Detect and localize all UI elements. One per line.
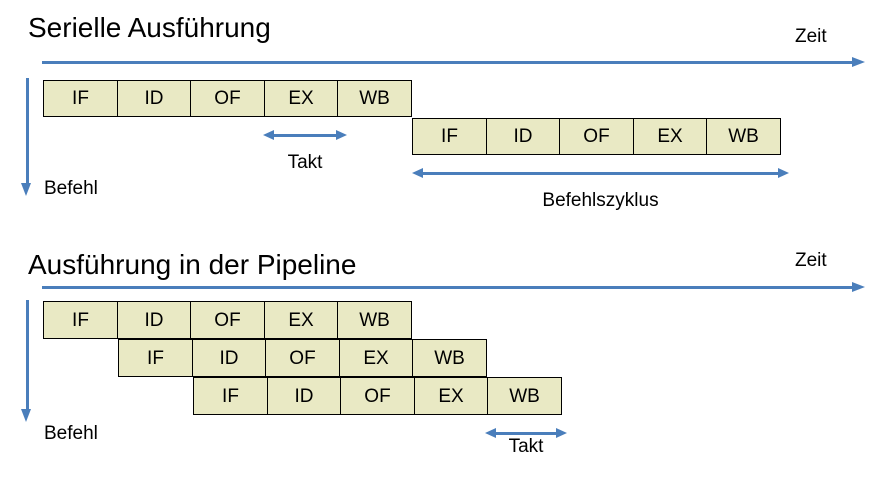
stage-cell-id: ID xyxy=(485,118,561,155)
measure-line xyxy=(422,172,779,175)
serial-execution-section: Serielle Ausführung Zeit Befehl IF ID OF… xyxy=(0,0,887,240)
pipeline-section-title: Ausführung in der Pipeline xyxy=(28,249,357,280)
measure-line xyxy=(273,134,337,137)
arrow-head-right-icon xyxy=(778,168,789,178)
stage-cell-id: ID xyxy=(266,377,342,415)
stage-cell-ex: EX xyxy=(338,339,414,377)
stage-cell-ex: EX xyxy=(263,301,339,339)
serial-time-axis-arrow xyxy=(42,57,865,69)
pipeline-takt-measure-arrow xyxy=(485,428,567,439)
pipeline-time-axis-arrowhead xyxy=(852,282,865,292)
stage-cell-wb: WB xyxy=(706,118,781,155)
pipeline-instruction-row-3: IF ID OF EX WB xyxy=(193,377,562,415)
measure-line xyxy=(495,432,557,435)
arrow-head-left-icon xyxy=(485,428,496,438)
pipeline-instruction-row-2: IF ID OF EX WB xyxy=(118,339,487,377)
serial-instruction-row-1: IF ID OF EX WB xyxy=(43,80,412,117)
arrow-head-right-icon xyxy=(336,130,347,140)
stage-cell-wb: WB xyxy=(337,80,412,117)
stage-cell-of: OF xyxy=(340,377,415,415)
stage-cell-ex: EX xyxy=(263,80,339,117)
stage-cell-of: OF xyxy=(190,301,265,339)
serial-instruction-axis-line xyxy=(25,78,29,184)
stage-cell-if: IF xyxy=(412,118,487,155)
stage-cell-wb: WB xyxy=(487,377,562,415)
serial-takt-measure-arrow xyxy=(263,130,347,141)
serial-takt-label: Takt xyxy=(287,152,323,173)
pipeline-instruction-axis-label: Befehl xyxy=(44,423,98,444)
serial-instruction-axis-arrow xyxy=(21,78,33,196)
pipeline-execution-section: Ausführung in der Pipeline Zeit Befehl I… xyxy=(0,237,887,483)
pipeline-time-axis-line xyxy=(42,286,854,289)
pipeline-instruction-axis-line xyxy=(25,300,29,410)
stage-cell-ex: EX xyxy=(413,377,489,415)
serial-instruction-axis-arrowhead xyxy=(21,183,31,196)
stage-cell-wb: WB xyxy=(412,339,487,377)
stage-cell-of: OF xyxy=(190,80,265,117)
stage-cell-if: IF xyxy=(193,377,268,415)
pipeline-instruction-axis-arrow xyxy=(21,300,33,422)
stage-cell-id: ID xyxy=(116,301,192,339)
stage-cell-of: OF xyxy=(265,339,340,377)
pipeline-time-axis-label: Zeit xyxy=(795,250,827,271)
arrow-head-left-icon xyxy=(263,130,274,140)
stage-cell-of: OF xyxy=(559,118,634,155)
serial-instruction-axis-label: Befehl xyxy=(44,178,98,199)
pipeline-instruction-axis-arrowhead xyxy=(21,409,31,422)
stage-cell-wb: WB xyxy=(337,301,412,339)
pipeline-instruction-row-1: IF ID OF EX WB xyxy=(43,301,412,339)
stage-cell-ex: EX xyxy=(632,118,708,155)
stage-cell-if: IF xyxy=(118,339,193,377)
serial-time-axis-arrowhead xyxy=(852,57,865,67)
serial-instruction-row-2: IF ID OF EX WB xyxy=(412,118,781,155)
pipeline-takt-label: Takt xyxy=(508,436,544,457)
stage-cell-if: IF xyxy=(43,80,118,117)
serial-section-title: Serielle Ausführung xyxy=(28,12,271,43)
serial-time-axis-label: Zeit xyxy=(795,26,827,47)
stage-cell-id: ID xyxy=(116,80,192,117)
serial-time-axis-line xyxy=(42,61,854,64)
arrow-head-right-icon xyxy=(556,428,567,438)
arrow-head-left-icon xyxy=(412,168,423,178)
pipeline-time-axis-arrow xyxy=(42,282,865,294)
stage-cell-id: ID xyxy=(191,339,267,377)
serial-befehlszyklus-label: Befehlszyklus xyxy=(542,190,659,211)
serial-befehlszyklus-measure-arrow xyxy=(412,168,789,179)
stage-cell-if: IF xyxy=(43,301,118,339)
